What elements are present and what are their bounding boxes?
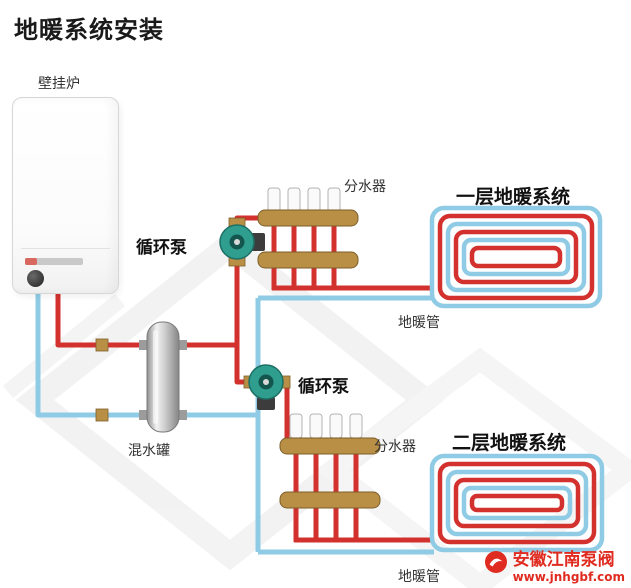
boiler-control-knob <box>27 270 44 287</box>
return-pipes <box>35 290 434 555</box>
mixing-tank <box>139 321 187 433</box>
boiler <box>12 97 119 294</box>
brand-watermark: 安徽江南泵阀 www.jnhgbf.com <box>484 550 625 584</box>
label-manifold-2: 分水器 <box>374 439 416 455</box>
brand-logo-icon <box>484 551 508 576</box>
circulation-pump-1 <box>219 217 265 267</box>
label-manifold-1: 分水器 <box>344 179 386 195</box>
label-mixing-tank: 混水罐 <box>128 443 170 459</box>
manifold-1 <box>257 187 359 290</box>
boiler-logo <box>25 258 83 265</box>
label-boiler: 壁挂炉 <box>38 76 80 92</box>
label-floor2-system: 二层地暖系统 <box>452 432 567 454</box>
brand-url: www.jnhgbf.com <box>512 570 625 584</box>
manifold-2 <box>279 413 381 542</box>
page-title: 地暖系统安装 <box>14 16 164 44</box>
brand-name: 安徽江南泵阀 <box>512 550 615 570</box>
label-floor1-system: 一层地暖系统 <box>456 186 571 208</box>
pipe-union-fittings <box>95 338 109 422</box>
coil-floor1 <box>429 205 603 309</box>
coil-floor2 <box>429 453 605 553</box>
boiler-panel-seam <box>21 248 110 249</box>
circulation-pump-2 <box>243 364 291 410</box>
label-pump-1: 循环泵 <box>136 238 187 258</box>
label-pipe-2: 地暖管 <box>398 569 440 585</box>
label-pipe-1: 地暖管 <box>398 315 440 331</box>
label-pump-2: 循环泵 <box>298 377 349 397</box>
